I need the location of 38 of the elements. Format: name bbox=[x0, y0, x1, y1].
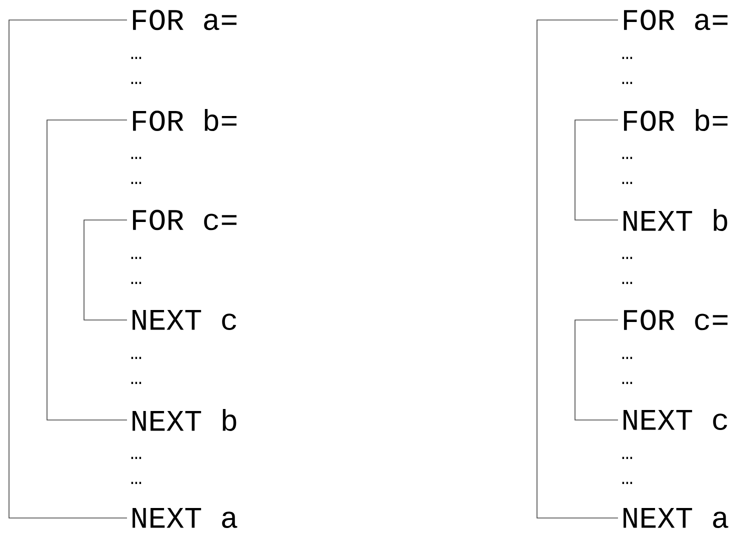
bracket-line bbox=[574, 320, 618, 420]
ellipsis: … bbox=[131, 156, 142, 159]
code-line: NEXT b bbox=[132, 408, 236, 431]
code-line: NEXT a bbox=[624, 508, 728, 528]
ellipsis: … bbox=[622, 156, 632, 159]
code-line: NEXT b bbox=[624, 208, 728, 231]
ellipsis: … bbox=[622, 356, 632, 359]
ellipsis: … bbox=[131, 456, 142, 459]
code-line: FOR b= bbox=[624, 108, 728, 131]
bracket-line bbox=[574, 120, 618, 220]
bracket-line bbox=[536, 20, 618, 518]
bracket-line bbox=[46, 120, 128, 420]
code-line: FOR c= bbox=[133, 210, 236, 230]
ellipsis: … bbox=[622, 82, 632, 84]
ellipsis: … bbox=[131, 382, 142, 384]
code-line: FOR a= bbox=[133, 10, 236, 30]
code-line: FOR a= bbox=[624, 10, 728, 30]
ellipsis: … bbox=[131, 356, 142, 359]
bracket-line bbox=[84, 220, 128, 320]
ellipsis: … bbox=[131, 282, 142, 284]
ellipsis: … bbox=[131, 482, 142, 484]
ellipsis: … bbox=[622, 282, 632, 284]
code-line: FOR b= bbox=[133, 108, 236, 131]
ellipsis: … bbox=[622, 382, 632, 384]
code-line: FOR c= bbox=[624, 310, 728, 330]
ellipsis: … bbox=[622, 256, 632, 259]
ellipsis: … bbox=[622, 456, 632, 459]
ellipsis: … bbox=[131, 56, 142, 59]
ellipsis: … bbox=[131, 82, 142, 84]
code-line: NEXT c bbox=[624, 410, 728, 430]
ellipsis: … bbox=[622, 482, 632, 484]
ellipsis: … bbox=[622, 56, 632, 59]
code-line: NEXT a bbox=[132, 508, 238, 528]
bracket-line bbox=[8, 20, 128, 518]
ellipsis: … bbox=[131, 256, 142, 259]
ellipsis: … bbox=[131, 182, 142, 184]
ellipsis: … bbox=[622, 182, 632, 184]
code-line: NEXT c bbox=[132, 310, 236, 330]
